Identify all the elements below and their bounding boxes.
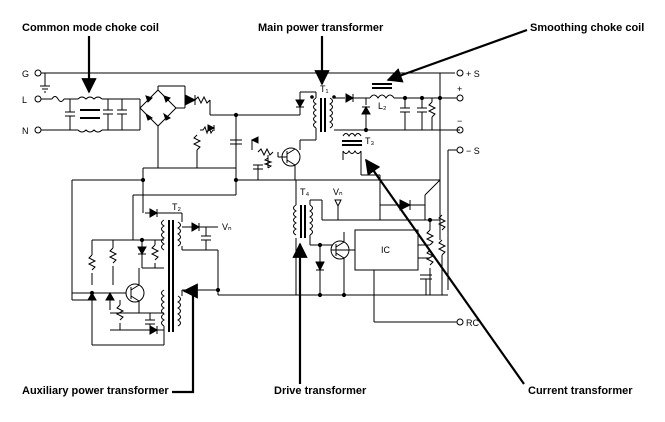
arrow-current (365, 158, 525, 385)
bridge-rectifier (139, 85, 185, 168)
terminal-minus (456, 126, 464, 134)
terminal-minus-s (456, 146, 464, 154)
label-current-transformer: Current transformer (528, 385, 633, 397)
terminal-g (34, 69, 42, 77)
current-transformer-t3: T₃ (342, 133, 381, 220)
input-section: G L N (22, 69, 441, 230)
t3-label: T₃ (365, 136, 374, 146)
label-main-power-transformer: Main power transformer (258, 22, 384, 34)
terminal-l-label: L (22, 95, 27, 105)
control-ic: IC (218, 179, 448, 296)
callout-arrows (81, 28, 528, 394)
label-auxiliary-transformer: Auxiliary power transformer (22, 385, 169, 397)
t4-label: T₄ (300, 187, 309, 197)
t2-label: T₂ (172, 202, 181, 212)
aux-startup (71, 168, 237, 346)
auxiliary-transformer-t2: T₂ Vₙ (145, 202, 232, 332)
terminal-plus-s (456, 69, 464, 77)
l2-label: L₂ (378, 101, 387, 111)
terminal-g-label: G (22, 69, 29, 79)
terminal-rc-label: RC (466, 318, 479, 328)
junctions (89, 95, 443, 298)
terminal-minus-s-label: − S (466, 146, 480, 156)
main-transformer-t1: T₁ (295, 84, 336, 150)
inrush-network (143, 86, 300, 190)
ic-label: IC (381, 245, 391, 255)
ic-block (354, 229, 419, 271)
terminal-rc (456, 318, 464, 326)
terminal-n-label: N (22, 126, 29, 136)
vn-top-label: Vₙ (333, 187, 343, 197)
vn-aux-label: Vₙ (222, 222, 232, 232)
main-switch (236, 136, 440, 181)
terminal-l (34, 95, 42, 103)
terminal-minus-label: − (457, 116, 462, 126)
terminal-plus-label: + (457, 84, 462, 94)
output-section: L₂ + S + − − S RC (334, 69, 480, 328)
label-drive-transformer: Drive transformer (274, 385, 367, 397)
arrow-auxiliary (172, 283, 198, 394)
arrow-smoothing (386, 28, 528, 83)
drive-transistor (295, 232, 355, 295)
terminal-n (34, 126, 42, 134)
t1-label: T₁ (320, 84, 329, 94)
terminal-plus-s-label: + S (466, 69, 480, 79)
label-common-mode-choke: Common mode choke coil (22, 22, 159, 34)
drive-transformer-t4: T₄ Vₙ (293, 180, 440, 246)
label-smoothing-choke: Smoothing choke coil (530, 22, 644, 34)
terminal-plus (456, 94, 464, 102)
